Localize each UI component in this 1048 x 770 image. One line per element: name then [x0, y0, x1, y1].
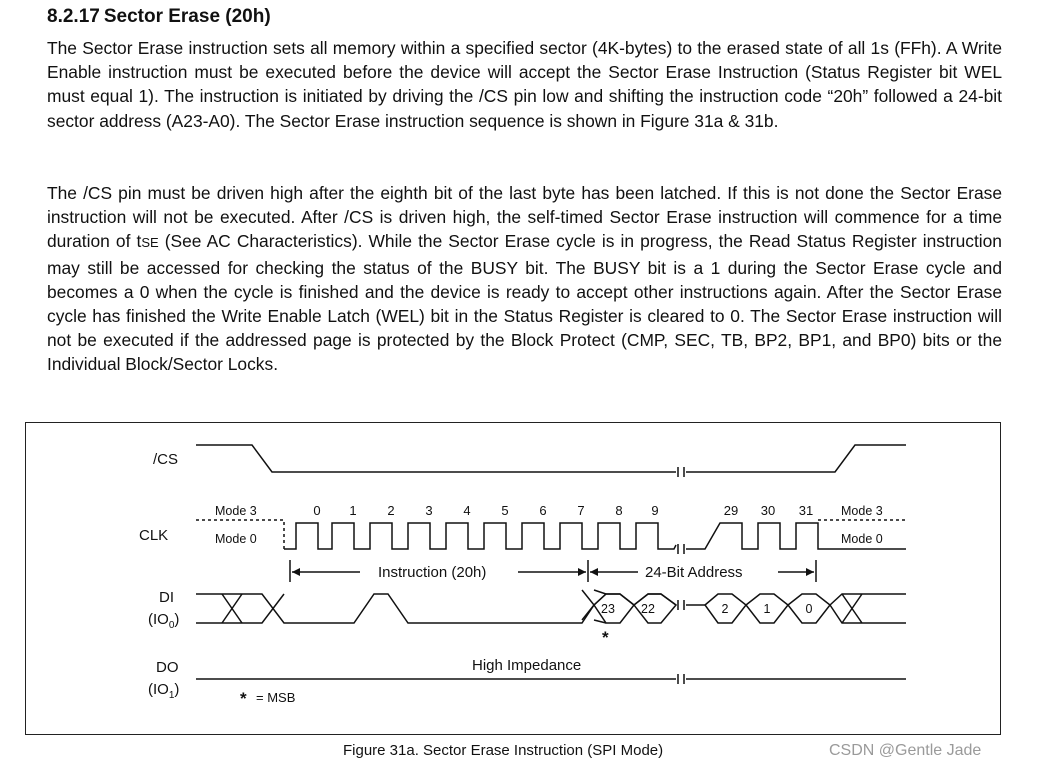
mode0-right-label: Mode 0 [841, 532, 883, 546]
break-mark-clk [677, 544, 685, 554]
clock-number: 7 [577, 503, 584, 518]
cs-waveform-right [686, 444, 906, 473]
di-bit-label: 23 [601, 602, 615, 616]
clock-number: 2 [387, 503, 394, 518]
instruction-arrowhead-left [292, 568, 300, 576]
break-mark-do [677, 674, 685, 684]
do-io-label: (IO1) [148, 681, 179, 701]
clock-number: 30 [761, 503, 775, 518]
di-bit22-box [632, 593, 678, 624]
cs-waveform [196, 444, 676, 473]
high-impedance-label: High Impedance [472, 657, 581, 674]
legend-text: = MSB [256, 690, 295, 705]
address-arrowhead-right [806, 568, 814, 576]
section-number: 8.2.17 [47, 6, 100, 27]
clock-number: 5 [501, 503, 508, 518]
clk-waveform [284, 522, 677, 550]
legend-star: * [240, 689, 247, 708]
instruction-bracket [289, 560, 817, 582]
di-bit-label: 1 [764, 602, 771, 616]
clk-label: CLK [139, 527, 168, 544]
di-x-end [829, 593, 906, 624]
di-x-start [221, 593, 243, 624]
mode3-right-label: Mode 3 [841, 504, 883, 518]
instruction-label: Instruction (20h) [378, 564, 486, 581]
clock-number: 29 [724, 503, 738, 518]
clock-number: 6 [539, 503, 546, 518]
di-label: DI [159, 589, 174, 606]
mode3-left-label: Mode 3 [215, 504, 257, 518]
mode0-left-label: Mode 0 [215, 532, 257, 546]
instruction-arrowhead-right [578, 568, 586, 576]
clock-number: 31 [799, 503, 813, 518]
section-title: Sector Erase (20h) [103, 6, 271, 27]
clock-number: 8 [615, 503, 622, 518]
di-bit-label: 22 [641, 602, 655, 616]
address-arrowhead-left [590, 568, 598, 576]
di-bit-label: 2 [722, 602, 729, 616]
di-io-label: (IO0) [148, 611, 179, 631]
paragraph-intro: The Sector Erase instruction sets all me… [47, 38, 1002, 131]
tse-subscript: SE [141, 235, 159, 251]
di-waveform-bottom [196, 593, 285, 624]
watermark: CSDN @Gentle Jade [829, 742, 982, 759]
di-bit-label: 0 [806, 602, 813, 616]
figure-caption: Figure 31a. Sector Erase Instruction (SP… [343, 742, 664, 759]
break-mark-di [677, 600, 685, 610]
clk-waveform-right [686, 522, 906, 550]
msb-marker: * [602, 628, 609, 647]
clock-number: 4 [463, 503, 470, 518]
cs-label: /CS [153, 451, 178, 468]
clock-number: 9 [651, 503, 658, 518]
paragraph-details: The /CS pin must be driven high after th… [47, 181, 1002, 377]
break-mark-cs [677, 467, 685, 477]
clock-number: 0 [313, 503, 320, 518]
clock-number: 1 [349, 503, 356, 518]
address-label: 24-Bit Address [645, 564, 743, 581]
clock-number: 3 [425, 503, 432, 518]
timing-diagram-frame [25, 422, 1001, 735]
do-label: DO [156, 659, 179, 676]
paragraph-details-part1: The /CS pin must be driven high after th… [47, 183, 1002, 252]
paragraph-details-part2: (See AC Characteristics). While the Sect… [47, 231, 1002, 375]
